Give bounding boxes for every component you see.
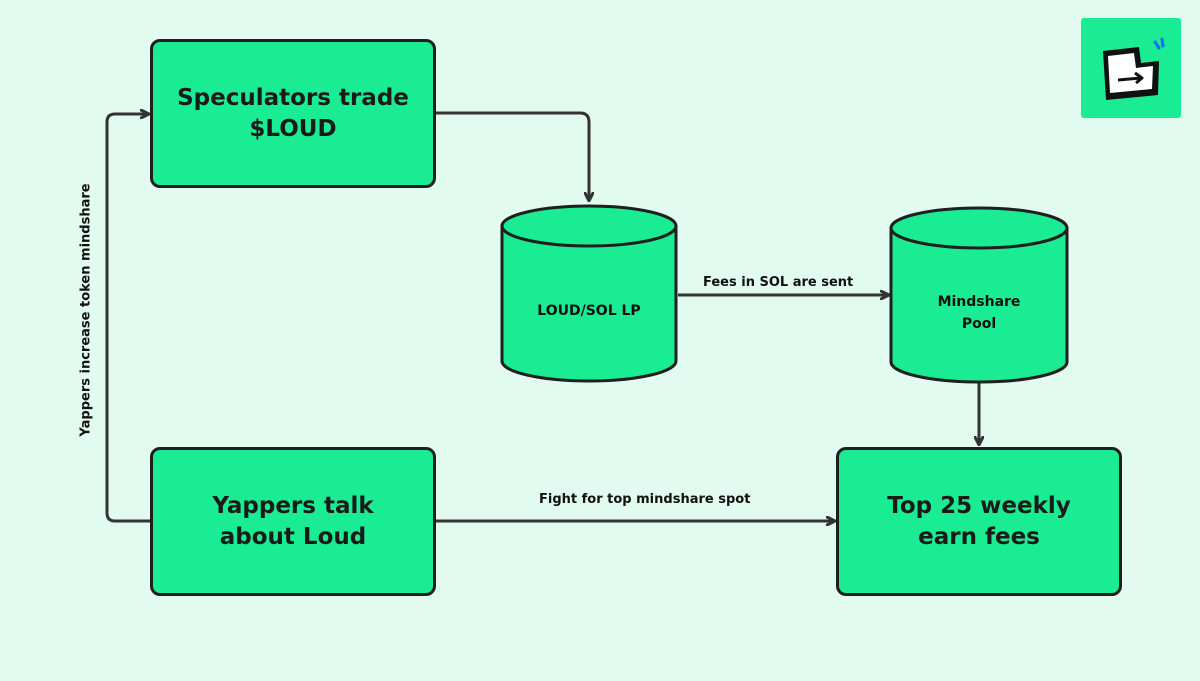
lp-pool-label: LOUD/SOL LP <box>537 303 641 319</box>
mindshare-pool-cylinder <box>889 206 1069 384</box>
fees-sent-label: Fees in SOL are sent <box>703 275 854 290</box>
edge-yappers-to-speculators <box>105 114 150 523</box>
edge-speculators-to-lp <box>436 111 589 200</box>
mindshare-pool-label: Mindshare Pool <box>937 294 1021 332</box>
increase-mindshare-label: Yappers increase token mindshare <box>78 183 94 437</box>
top25-node: Top 25 weekly earn fees <box>836 447 1122 596</box>
speculators-node: Speculators trade $LOUD <box>150 39 436 188</box>
brand-logo <box>1081 18 1181 118</box>
arrow-box-logo-icon <box>1103 37 1165 100</box>
yappers-node: Yappers talk about Loud <box>150 447 436 596</box>
fight-for-spot-label: Fight for top mindshare spot <box>539 492 751 507</box>
lp-pool-cylinder <box>500 204 678 383</box>
